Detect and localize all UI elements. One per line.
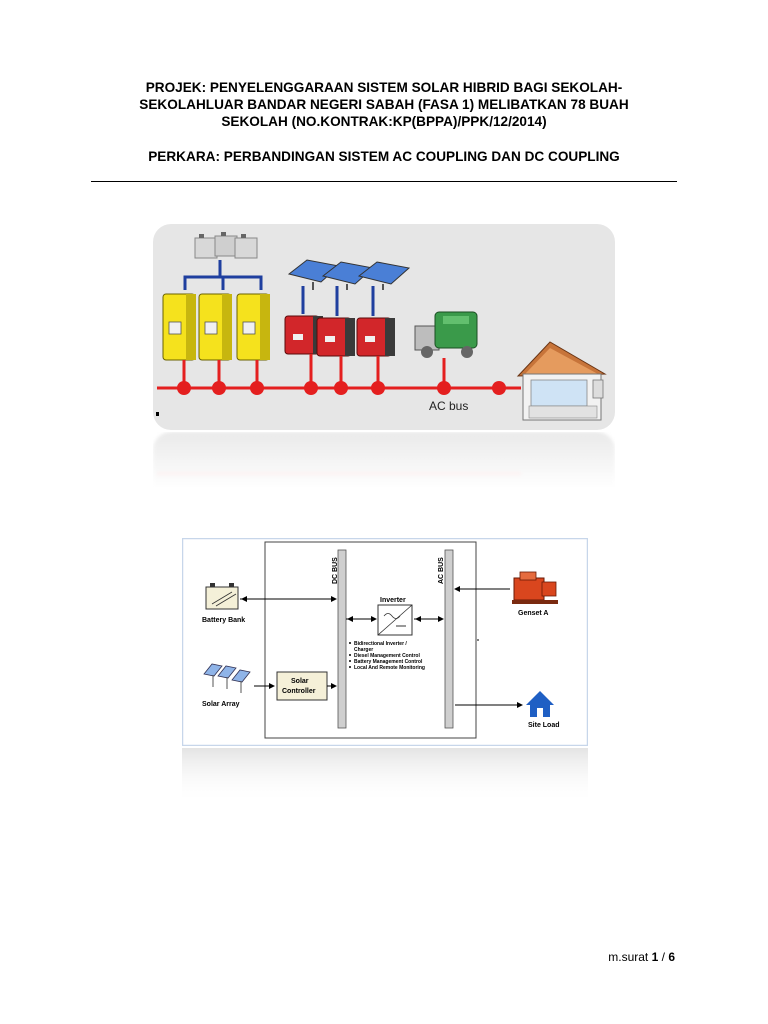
dc-bus-label: DC BUS bbox=[332, 557, 339, 584]
ac-bus-label: AC bus bbox=[429, 399, 468, 413]
inverter-label: Inverter bbox=[380, 597, 406, 604]
page-footer: m.surat 1 / 6 bbox=[608, 950, 675, 964]
ac-diagram-reflection bbox=[153, 432, 615, 490]
document-subject: PERKARA: PERBANDINGAN SISTEM AC COUPLING… bbox=[148, 149, 620, 164]
feature-item: Battery Management Control bbox=[354, 659, 423, 665]
feature-item: Local And Remote Monitoring bbox=[354, 665, 425, 671]
inverter-block: Inverter bbox=[377, 597, 413, 636]
dc-link-battery bbox=[183, 260, 263, 290]
page-number: 1 bbox=[651, 950, 659, 964]
battery-icon bbox=[205, 583, 239, 610]
feature-item: Diesel Management Control bbox=[354, 653, 420, 659]
genset-label: Genset A bbox=[518, 610, 548, 617]
feature-item: Bidirectional Inverter / bbox=[354, 641, 407, 647]
ac-bus-bar bbox=[444, 549, 454, 729]
page-separator: / bbox=[661, 950, 665, 964]
dc-link-pv bbox=[301, 286, 375, 316]
battery-bank-icon bbox=[194, 232, 258, 259]
title-line-1: PROJEK: PENYELENGGARAAN SISTEM SOLAR HIB… bbox=[145, 80, 623, 95]
bullet-mark bbox=[156, 412, 159, 416]
pv-inverter-icon bbox=[284, 315, 395, 357]
title-line-2: SEKOLAHLUAR BANDAR NEGERI SABAH (FASA 1)… bbox=[139, 97, 629, 112]
title-line-3: SEKOLAH (NO.KONTRAK:KP(BPPA)/PPK/12/2014… bbox=[221, 114, 547, 129]
solar-controller-label: Solar bbox=[291, 678, 309, 685]
solar-array-icon bbox=[203, 663, 251, 693]
solar-panel-icon bbox=[287, 259, 411, 290]
bus-nodes bbox=[177, 381, 506, 395]
solar-controller-box bbox=[276, 671, 328, 701]
site-load-label: Site Load bbox=[528, 722, 560, 729]
ac-coupling-diagram: AC bus bbox=[153, 224, 615, 430]
house-icon bbox=[516, 341, 607, 421]
ac-bus-label: AC BUS bbox=[438, 557, 445, 584]
dc-coupling-diagram: DC BUS AC BUS Inverter Bidirectional Inv… bbox=[182, 538, 588, 746]
dc-diagram-reflection bbox=[182, 748, 588, 804]
solar-array-label: Solar Array bbox=[202, 701, 240, 708]
header-rule bbox=[91, 181, 677, 182]
genset-icon bbox=[414, 311, 478, 358]
battery-bank-label: Battery Bank bbox=[202, 617, 245, 624]
document-title: PROJEK: PENYELENGGARAAN SISTEM SOLAR HIB… bbox=[90, 79, 678, 130]
inverter-feature-list: Bidirectional Inverter / Charger Diesel … bbox=[349, 641, 425, 671]
author-name: m.surat bbox=[608, 950, 649, 964]
solar-controller-label: Controller bbox=[282, 688, 316, 695]
site-load-icon bbox=[526, 691, 554, 717]
genset-icon bbox=[512, 571, 558, 604]
battery-inverter-icon bbox=[162, 293, 270, 361]
feature-item: Charger bbox=[354, 647, 373, 653]
system-box bbox=[264, 541, 477, 739]
page-total: 6 bbox=[668, 950, 675, 964]
dc-bus-bar bbox=[337, 549, 347, 729]
